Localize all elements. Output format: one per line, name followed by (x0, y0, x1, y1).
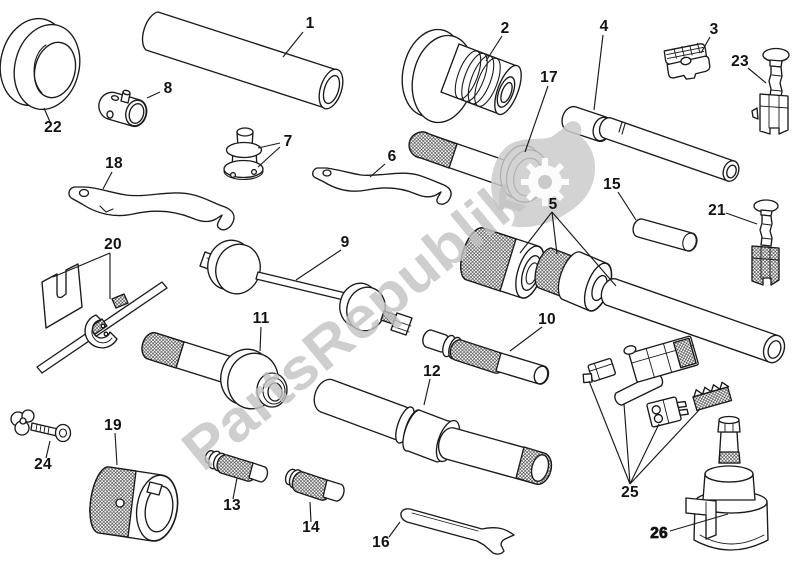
part-number-19[interactable]: 19 (104, 417, 122, 434)
part-number-24[interactable]: 24 (34, 456, 52, 473)
leader-line-9 (295, 249, 342, 281)
leader-line-3 (700, 36, 711, 54)
part-21-drawing (751, 199, 780, 286)
part-14-drawing (284, 468, 345, 502)
part-number-2[interactable]: 2 (500, 20, 510, 37)
part-24-drawing (10, 409, 72, 443)
leader-line-16 (388, 521, 401, 538)
part-7-drawing (223, 127, 264, 181)
part-10-drawing (422, 329, 550, 385)
part-number-26[interactable]: 26 (650, 525, 668, 543)
part-number-21[interactable]: 21 (708, 202, 726, 219)
part-13-drawing (204, 450, 269, 483)
leader-line-4 (593, 34, 604, 111)
part-number-11[interactable]: 11 (252, 310, 270, 327)
leader-line-25 (629, 408, 701, 485)
leader-line-22 (43, 107, 51, 123)
part-number-3[interactable]: 3 (709, 21, 719, 38)
part-18-drawing (68, 186, 235, 231)
part-number-17[interactable]: 17 (540, 69, 558, 86)
part-number-4[interactable]: 4 (599, 18, 609, 35)
leader-line-1 (282, 31, 304, 58)
part-11-drawing (141, 332, 288, 410)
leader-line-26 (669, 513, 729, 532)
leader-line-14 (309, 501, 312, 523)
leader-line-5 (551, 211, 617, 287)
part-3-drawing (663, 42, 711, 80)
leader-line-17 (524, 85, 549, 153)
part-number-14[interactable]: 14 (302, 519, 320, 536)
leader-line-18 (102, 171, 113, 190)
leader-line-24 (45, 440, 51, 459)
leader-line-20 (52, 252, 111, 278)
leader-line-21 (725, 212, 758, 225)
leader-line-11 (259, 326, 262, 352)
leader-line-7 (257, 142, 281, 149)
leader-line-25 (623, 403, 631, 485)
part-number-22[interactable]: 22 (44, 119, 62, 136)
part-number-25[interactable]: 25 (621, 484, 639, 501)
leader-line-8 (146, 91, 161, 99)
part-number-10[interactable]: 10 (538, 311, 556, 328)
part-number-6[interactable]: 6 (387, 148, 397, 165)
part-1-drawing (141, 11, 344, 110)
part-15-drawing (632, 218, 698, 252)
leader-line-6 (369, 163, 386, 178)
part-number-1[interactable]: 1 (305, 15, 315, 32)
part-number-8[interactable]: 8 (163, 80, 173, 97)
part-22-drawing (0, 17, 81, 111)
part-5-drawing (460, 227, 786, 364)
leader-line-5 (551, 211, 558, 255)
part-number-7[interactable]: 7 (283, 133, 293, 150)
part-20-drawing (36, 263, 168, 374)
part-6-drawing (312, 167, 452, 205)
part-number-15[interactable]: 15 (603, 176, 621, 193)
leader-line-12 (423, 378, 431, 406)
leader-line-15 (617, 191, 637, 221)
part-9-drawing (199, 239, 413, 336)
leader-line-7 (257, 146, 281, 168)
part-25-drawing (582, 335, 733, 428)
part-12-drawing (313, 378, 553, 485)
part-number-13[interactable]: 13 (223, 497, 241, 514)
leader-line-23 (747, 67, 767, 84)
leader-line-13 (232, 477, 238, 500)
leader-line-2 (485, 35, 503, 62)
part-23-drawing (751, 47, 790, 135)
leader-line-10 (509, 326, 543, 352)
part-number-12[interactable]: 12 (423, 363, 441, 380)
part-number-16[interactable]: 16 (372, 534, 390, 551)
part-8-drawing (98, 89, 148, 128)
part-number-23[interactable]: 23 (731, 53, 749, 70)
part-number-9[interactable]: 9 (340, 234, 350, 251)
leader-line-19 (114, 432, 118, 466)
leader-line-25 (588, 380, 631, 485)
watermark-gear-icon (521, 158, 569, 206)
leader-lines (43, 31, 767, 538)
part-16-drawing (400, 508, 515, 555)
part-2-drawing (401, 28, 522, 124)
part-19-drawing (89, 466, 179, 542)
part-26-drawing (685, 415, 769, 551)
leader-line-25 (629, 423, 660, 485)
leader-line-5 (519, 211, 553, 254)
part-number-20[interactable]: 20 (104, 236, 122, 253)
part-number-5[interactable]: 5 (548, 196, 558, 213)
part-number-18[interactable]: 18 (105, 155, 123, 172)
